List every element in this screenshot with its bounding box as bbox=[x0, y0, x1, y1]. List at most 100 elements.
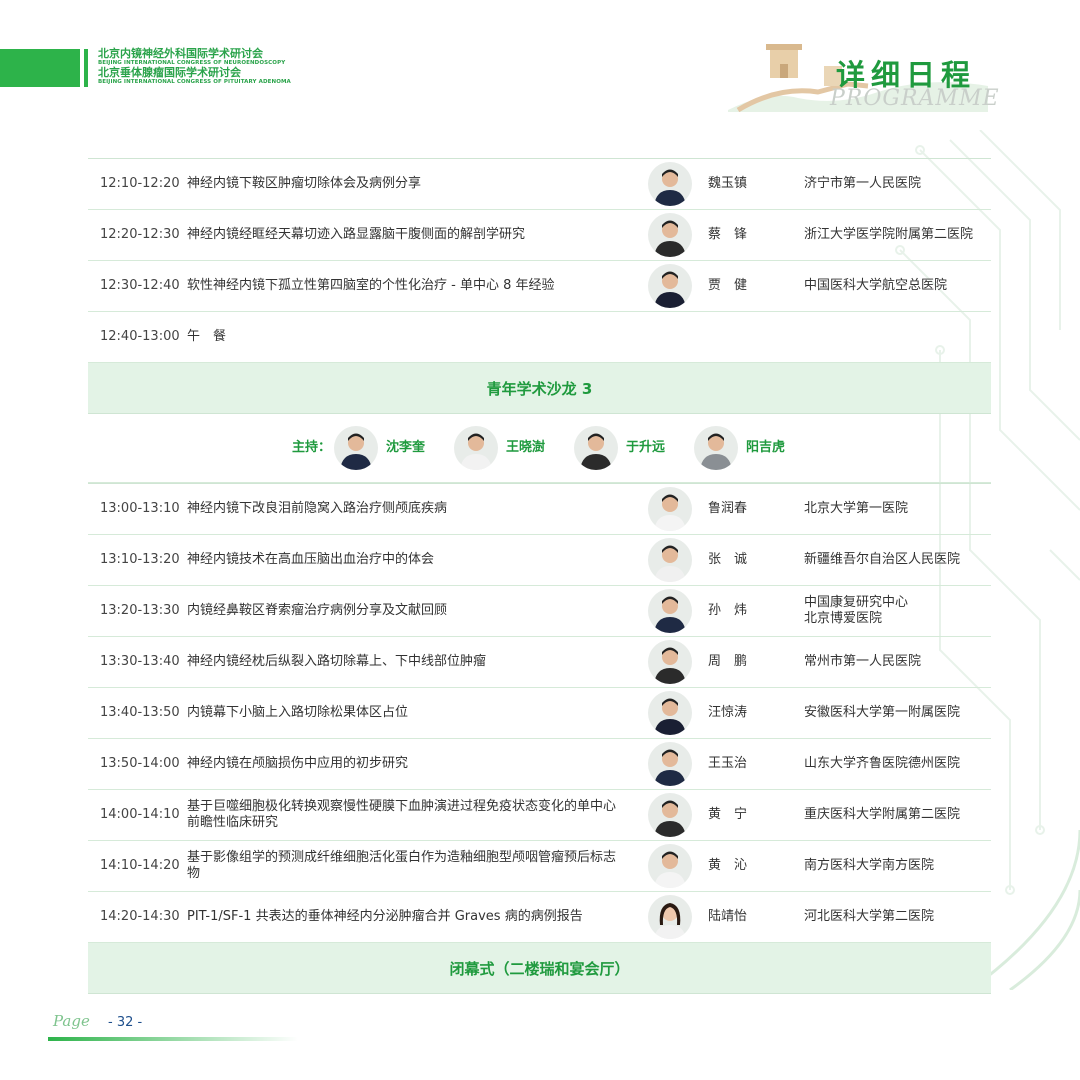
speaker-cell: 贾 健 bbox=[708, 278, 748, 293]
schedule-table: 12:10-12:20 神经内镜下鞍区肿瘤切除体会及病例分享 魏玉镇 济宁市第一… bbox=[88, 158, 991, 994]
institution-cell: 常州市第一人民医院 bbox=[804, 654, 922, 669]
institution-cell: 河北医科大学第二医院 bbox=[804, 909, 935, 924]
speaker-cell: 王玉治 bbox=[708, 756, 748, 771]
session-talks: 13:00-13:10 神经内镜下改良泪前隐窝入路治疗侧颅底疾病 鲁润春 北京大… bbox=[88, 483, 991, 943]
conference-2-zh: 北京垂体腺瘤国际学术研讨会 bbox=[98, 66, 241, 79]
header-accent-bar-thin bbox=[84, 49, 88, 87]
table-row: 13:30-13:40 神经内镜经枕后纵裂入路切除幕上、下中线部位肿瘤 周 鹏 … bbox=[88, 637, 991, 688]
session-hosts: 主持： 沈李奎 王晓澍 于升远 阳吉虎 bbox=[88, 414, 991, 483]
header-accent-bar bbox=[0, 49, 80, 87]
speaker-avatar bbox=[648, 487, 692, 531]
page-title: 详细日程 bbox=[836, 58, 977, 92]
institution-cell: 安徽医科大学第一附属医院 bbox=[804, 705, 961, 720]
table-row: 12:10-12:20 神经内镜下鞍区肿瘤切除体会及病例分享 魏玉镇 济宁市第一… bbox=[88, 158, 991, 210]
time-cell: 14:00-14:10 bbox=[100, 807, 180, 822]
time-cell: 12:30-12:40 bbox=[100, 278, 180, 293]
host-name: 王晓澍 bbox=[506, 440, 546, 455]
institution-cell: 南方医科大学南方医院 bbox=[804, 858, 935, 873]
table-row: 13:50-14:00 神经内镜在颅脑损伤中应用的初步研究 王玉治 山东大学齐鲁… bbox=[88, 739, 991, 790]
speaker-avatar bbox=[648, 844, 692, 888]
conference-1-en: BEIJING INTERNATIONAL CONGRESS OF NEUROE… bbox=[98, 60, 286, 66]
table-row: 13:20-13:30 内镜经鼻鞍区脊索瘤治疗病例分享及文献回顾 孙 炜 中国康… bbox=[88, 586, 991, 637]
host-name: 于升远 bbox=[626, 440, 666, 455]
speaker-avatar bbox=[648, 264, 692, 308]
table-row: 13:00-13:10 神经内镜下改良泪前隐窝入路治疗侧颅底疾病 鲁润春 北京大… bbox=[88, 483, 991, 535]
conference-1-zh: 北京内镜神经外科国际学术研讨会 bbox=[98, 47, 263, 60]
host-name: 阳吉虎 bbox=[746, 440, 786, 455]
topic-cell: 软性神经内镜下孤立性第四脑室的个性化治疗 - 单中心 8 年经验 bbox=[187, 278, 555, 293]
topic-cell: 神经内镜下鞍区肿瘤切除体会及病例分享 bbox=[187, 176, 422, 191]
speaker-cell: 黄 宁 bbox=[708, 807, 748, 822]
topic-cell: 神经内镜经枕后纵裂入路切除幕上、下中线部位肿瘤 bbox=[187, 654, 487, 669]
speaker-avatar bbox=[648, 895, 692, 939]
conference-2-en: BEIJING INTERNATIONAL CONGRESS OF PITUIT… bbox=[98, 79, 291, 85]
table-row: 14:00-14:10 基于巨噬细胞极化转换观察慢性硬膜下血肿演进过程免疫状态变… bbox=[88, 790, 991, 841]
topic-cell: 神经内镜经眶经天幕切迹入路显露脑干腹侧面的解剖学研究 bbox=[187, 227, 526, 242]
table-row: 12:20-12:30 神经内镜经眶经天幕切迹入路显露脑干腹侧面的解剖学研究 蔡… bbox=[88, 210, 991, 261]
topic-cell: 基于影像组学的预测成纤维细胞活化蛋白作为造釉细胞型颅咽管瘤预后标志物 bbox=[187, 850, 617, 881]
institution-cell: 中国康复研究中心 北京博爱医院 bbox=[804, 595, 909, 626]
speaker-cell: 蔡 锋 bbox=[708, 227, 748, 242]
time-cell: 12:10-12:20 bbox=[100, 176, 180, 191]
table-row: 14:10-14:20 基于影像组学的预测成纤维细胞活化蛋白作为造釉细胞型颅咽管… bbox=[88, 841, 991, 892]
topic-cell: 内镜幕下小脑上入路切除松果体区占位 bbox=[187, 705, 409, 720]
table-row: 14:20-14:30 PIT-1/SF-1 共表达的垂体神经内分泌肿瘤合并 G… bbox=[88, 892, 991, 943]
speaker-avatar bbox=[648, 640, 692, 684]
time-cell: 12:20-12:30 bbox=[100, 227, 180, 242]
time-cell: 14:10-14:20 bbox=[100, 858, 180, 873]
institution-cell: 山东大学齐鲁医院德州医院 bbox=[804, 756, 961, 771]
institution-cell: 济宁市第一人民医院 bbox=[804, 176, 922, 191]
topic-cell: 内镜经鼻鞍区脊索瘤治疗病例分享及文献回顾 bbox=[187, 603, 448, 618]
speaker-avatar bbox=[648, 589, 692, 633]
circuit-pattern-decoration bbox=[895, 130, 1080, 990]
topic-cell: PIT-1/SF-1 共表达的垂体神经内分泌肿瘤合并 Graves 病的病例报告 bbox=[187, 909, 583, 924]
institution-cell: 中国医科大学航空总医院 bbox=[804, 278, 948, 293]
topic-cell: 基于巨噬细胞极化转换观察慢性硬膜下血肿演进过程免疫状态变化的单中心前瞻性临床研究 bbox=[187, 799, 617, 830]
time-cell: 13:40-13:50 bbox=[100, 705, 180, 720]
speaker-cell: 汪惊涛 bbox=[708, 705, 748, 720]
table-row: 13:40-13:50 内镜幕下小脑上入路切除松果体区占位 汪惊涛 安徽医科大学… bbox=[88, 688, 991, 739]
host-avatar bbox=[454, 426, 498, 470]
speaker-avatar bbox=[648, 691, 692, 735]
host-avatar bbox=[334, 426, 378, 470]
session-title: 青年学术沙龙 3 bbox=[88, 363, 991, 414]
speaker-avatar bbox=[648, 742, 692, 786]
speaker-avatar bbox=[648, 213, 692, 257]
host-name: 沈李奎 bbox=[386, 440, 426, 455]
page-label: Page bbox=[53, 1012, 90, 1030]
speaker-cell: 孙 炜 bbox=[708, 603, 748, 618]
table-row: 12:30-12:40 软性神经内镜下孤立性第四脑室的个性化治疗 - 单中心 8… bbox=[88, 261, 991, 312]
table-row: 13:10-13:20 神经内镜技术在高血压脑出血治疗中的体会 张 诚 新疆维吾… bbox=[88, 535, 991, 586]
institution-cell: 重庆医科大学附属第二医院 bbox=[804, 807, 961, 822]
speaker-cell: 鲁润春 bbox=[708, 501, 748, 516]
speaker-cell: 周 鹏 bbox=[708, 654, 748, 669]
topic-cell: 神经内镜在颅脑损伤中应用的初步研究 bbox=[187, 756, 409, 771]
host-avatar bbox=[574, 426, 618, 470]
institution-cell: 浙江大学医学院附属第二医院 bbox=[804, 227, 974, 242]
hosts-label: 主持： bbox=[292, 440, 332, 455]
speaker-avatar bbox=[648, 162, 692, 206]
topic-cell: 神经内镜技术在高血压脑出血治疗中的体会 bbox=[187, 552, 435, 567]
speaker-cell: 魏玉镇 bbox=[708, 176, 748, 191]
speaker-avatar bbox=[648, 793, 692, 837]
speaker-cell: 张 诚 bbox=[708, 552, 748, 567]
footer-accent-line bbox=[48, 1037, 298, 1041]
speaker-avatar bbox=[648, 538, 692, 582]
closing-ceremony: 闭幕式（二楼瑞和宴会厅） bbox=[88, 943, 991, 994]
table-row-lunch: 12:40-13:00 午 餐 bbox=[88, 312, 991, 363]
time-cell: 13:30-13:40 bbox=[100, 654, 180, 669]
institution-cell: 北京大学第一医院 bbox=[804, 501, 909, 516]
topic-cell: 神经内镜下改良泪前隐窝入路治疗侧颅底疾病 bbox=[187, 501, 448, 516]
time-cell: 13:10-13:20 bbox=[100, 552, 180, 567]
institution-cell: 新疆维吾尔自治区人民医院 bbox=[804, 552, 961, 567]
time-cell: 12:40-13:00 bbox=[100, 329, 180, 344]
time-cell: 13:20-13:30 bbox=[100, 603, 180, 618]
programme-en-title: PROGRAMME bbox=[830, 86, 1000, 111]
host-avatar bbox=[694, 426, 738, 470]
time-cell: 13:00-13:10 bbox=[100, 501, 180, 516]
speaker-cell: 陆靖怡 bbox=[708, 909, 748, 924]
lunch-label: 午 餐 bbox=[187, 329, 227, 344]
conference-names: 北京内镜神经外科国际学术研讨会 BEIJING INTERNATIONAL CO… bbox=[98, 48, 291, 86]
speaker-cell: 黄 沁 bbox=[708, 858, 748, 873]
great-wall-illustration bbox=[728, 44, 988, 112]
